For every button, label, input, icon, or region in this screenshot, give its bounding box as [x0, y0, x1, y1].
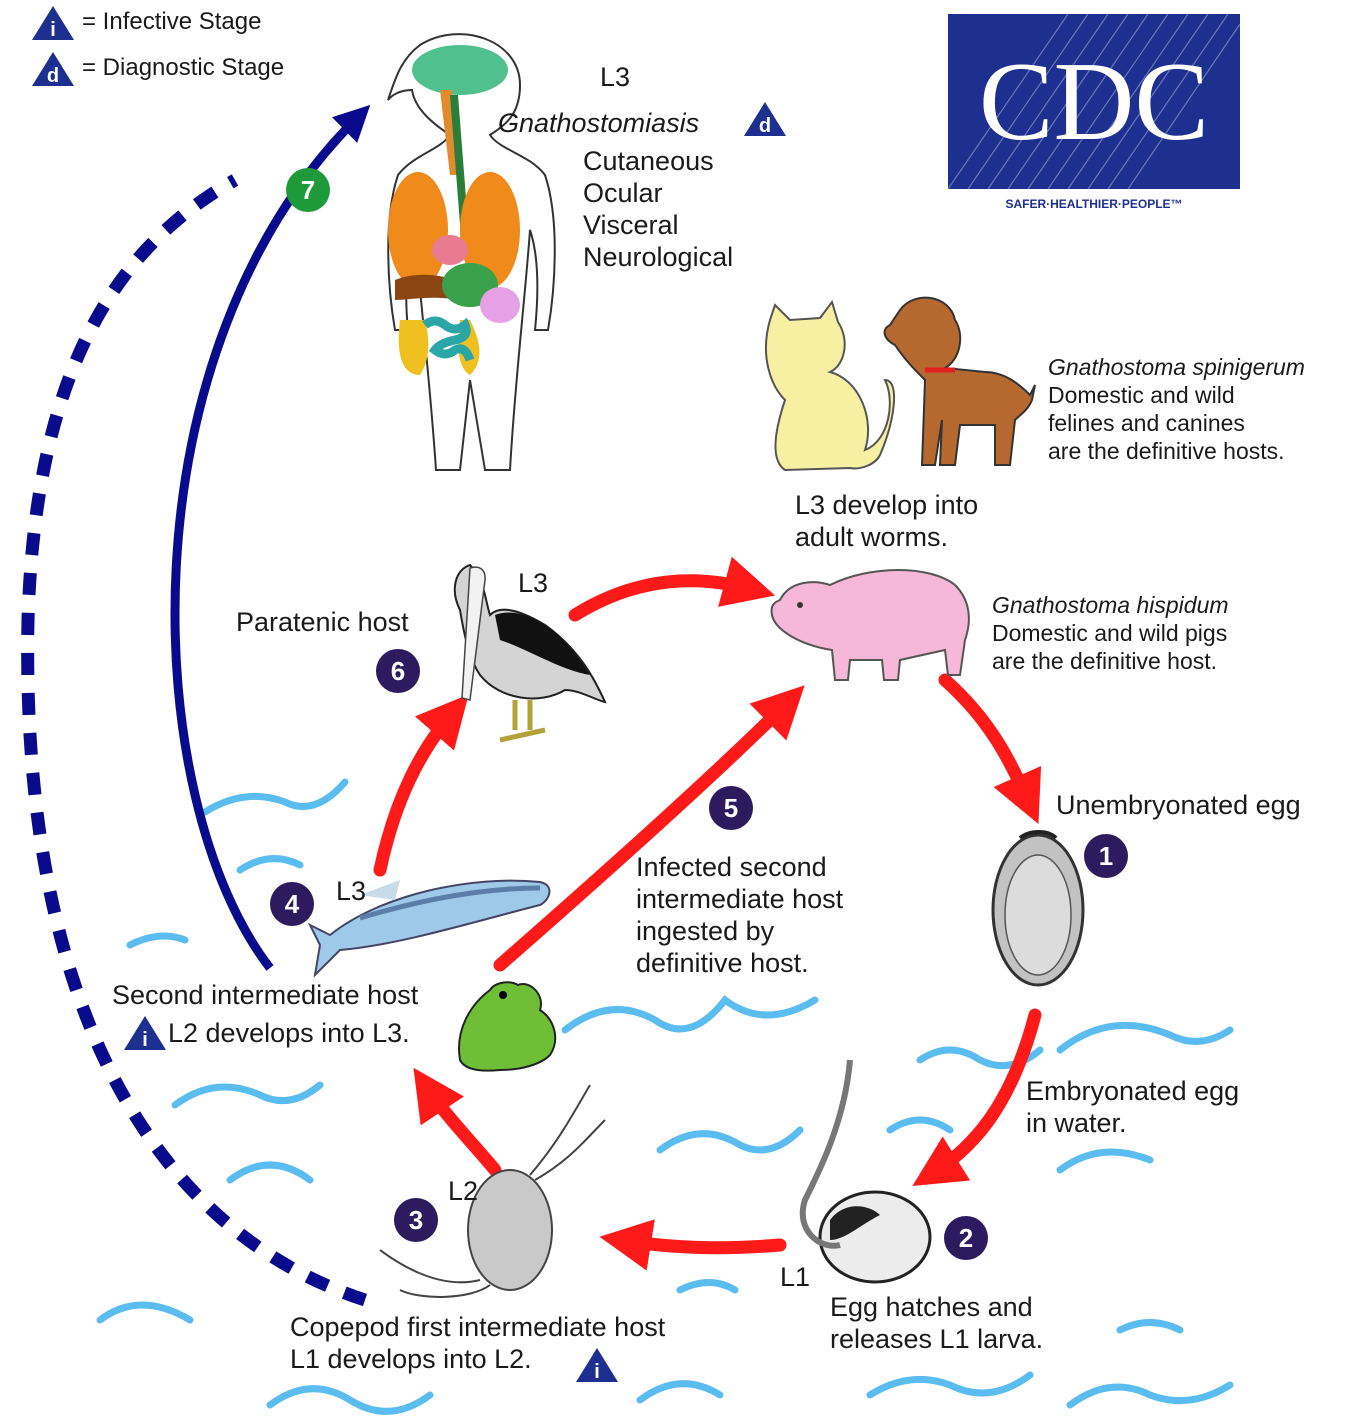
dog-drawing — [885, 298, 1035, 465]
infective-stage-icon: i — [30, 4, 76, 42]
step5-line-4: definitive host. — [636, 948, 809, 979]
infective-stage-icon: i — [574, 1346, 620, 1384]
infective-stage-icon: i — [122, 1014, 168, 1052]
svg-text:i: i — [594, 1361, 600, 1383]
species-hispidum: Gnathostoma hispidum — [992, 592, 1229, 620]
copepod-drawing — [380, 1085, 605, 1297]
step-2-badge: 2 — [944, 1216, 988, 1260]
second-host-develop: L2 develops into L3. — [168, 1018, 410, 1049]
arrow-to-human-solid — [175, 115, 360, 968]
hatch-stage-label: L1 — [780, 1262, 810, 1293]
egg-hatching-drawing — [803, 1060, 930, 1282]
legend-infective-label: = Infective Stage — [82, 8, 261, 36]
form-cutaneous: Cutaneous — [583, 146, 714, 177]
svg-text:d: d — [759, 115, 771, 137]
human-figure — [388, 34, 555, 470]
canine-host-line-2: felines and canines — [1048, 410, 1245, 438]
cdc-logo-text: CDC — [979, 40, 1209, 164]
pig-drawing — [772, 570, 969, 680]
diagnostic-stage-icon: d — [30, 50, 76, 88]
canine-host-line-3: are the definitive hosts. — [1048, 438, 1285, 466]
develop-line-1: L3 develop into — [795, 490, 978, 521]
legend-diagnostic-label: = Diagnostic Stage — [82, 54, 284, 82]
frog-drawing — [459, 982, 555, 1070]
copepod-line-2: L1 develops into L2. — [290, 1344, 532, 1375]
step-5-badge: 5 — [709, 786, 753, 830]
paratenic-stage-label: L3 — [518, 568, 548, 599]
infective-letter: i — [50, 19, 56, 41]
arrow-to-human-dashed — [28, 180, 365, 1300]
copepod-line-1: Copepod first intermediate host — [290, 1312, 665, 1343]
embryonated-line-2: in water. — [1026, 1108, 1127, 1139]
step-4-badge: 4 — [270, 882, 314, 926]
form-neurological: Neurological — [583, 242, 733, 273]
cat-drawing — [766, 302, 894, 470]
cdc-tagline: SAFER·HEALTHIER·PEOPLE™ — [1005, 197, 1182, 211]
step5-line-2: intermediate host — [636, 884, 843, 915]
pig-host-line-2: are the definitive host. — [992, 648, 1217, 676]
step5-line-3: ingested by — [636, 916, 774, 947]
paratenic-host-label: Paratenic host — [236, 607, 409, 638]
cdc-logo: CDC SAFER·HEALTHIER·PEOPLE™ — [948, 14, 1240, 214]
step-3-badge: 3 — [394, 1198, 438, 1242]
human-stage-label: L3 — [600, 62, 630, 93]
egg-unembryonated-drawing — [993, 832, 1083, 985]
copepod-stage-label: L2 — [448, 1176, 478, 1207]
unembryonated-egg-label: Unembryonated egg — [1056, 790, 1301, 821]
hatch-line-1: Egg hatches and — [830, 1292, 1033, 1323]
form-ocular: Ocular — [583, 178, 663, 209]
develop-line-2: adult worms. — [795, 522, 948, 553]
step-7-badge: 7 — [286, 168, 330, 212]
species-spinigerum: Gnathostoma spinigerum — [1048, 354, 1305, 382]
pig-host-line-1: Domestic and wild pigs — [992, 620, 1227, 648]
step-1-badge: 1 — [1084, 834, 1128, 878]
embryonated-line-1: Embryonated egg — [1026, 1076, 1239, 1107]
step-6-badge: 6 — [376, 649, 420, 693]
step5-line-1: Infected second — [636, 852, 827, 883]
disease-name: Gnathostomiasis — [498, 108, 699, 139]
hatch-line-2: releases L1 larva. — [830, 1324, 1043, 1355]
second-host-label: Second intermediate host — [112, 980, 418, 1011]
diagnostic-letter: d — [47, 65, 59, 87]
svg-text:i: i — [142, 1029, 148, 1051]
canine-host-line-1: Domestic and wild — [1048, 382, 1235, 410]
second-host-stage-label: L3 — [336, 876, 366, 907]
diagnostic-stage-icon: d — [742, 100, 788, 138]
form-visceral: Visceral — [583, 210, 679, 241]
